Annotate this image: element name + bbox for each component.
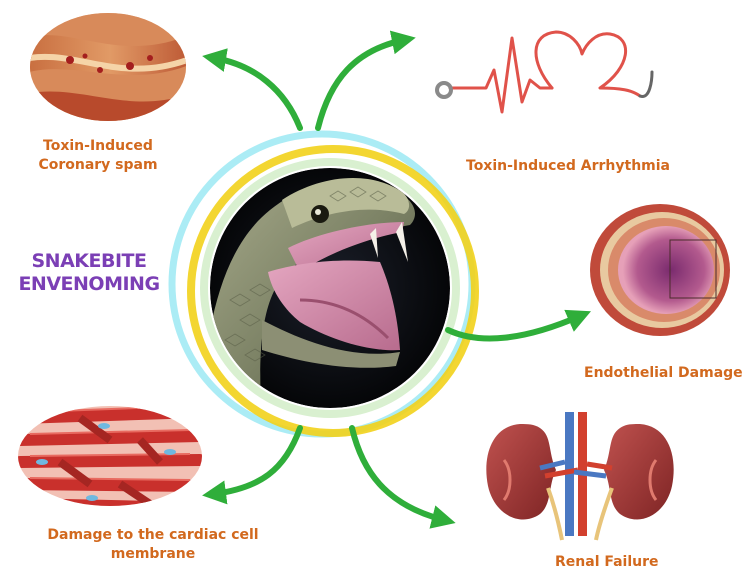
label-cardiac: Damage to the cardiac cell membrane	[42, 526, 264, 564]
label-cardiac-line2: membrane	[42, 545, 264, 564]
arrow-to-cardiac	[214, 428, 300, 494]
center-title: SNAKEBITE ENVENOMING	[14, 250, 164, 296]
arrow-to-renal	[352, 428, 444, 520]
kidneys-image	[486, 412, 673, 540]
label-renal: Renal Failure	[555, 553, 659, 572]
center-title-line2: ENVENOMING	[14, 273, 164, 296]
label-cardiac-line1: Damage to the cardiac cell	[42, 526, 264, 545]
label-coronary: Toxin-Induced Coronary spam	[38, 137, 158, 175]
label-endothelial: Endothelial Damage	[584, 364, 743, 383]
label-coronary-line1: Toxin-Induced	[38, 137, 158, 156]
coronary-artery-image	[20, 10, 200, 130]
arrow-to-coronary	[214, 58, 300, 128]
label-endothelial-line1: Endothelial Damage	[584, 364, 743, 383]
stethoscope-heartbeat-icon	[437, 32, 652, 112]
center-title-line1: SNAKEBITE	[14, 250, 164, 273]
cardiac-muscle-image	[10, 400, 210, 512]
arrow-to-arrhythmia	[318, 40, 404, 128]
label-renal-line1: Renal Failure	[555, 553, 659, 572]
blood-vessel-image	[590, 204, 730, 336]
label-arrhythmia: Toxin-Induced Arrhythmia	[466, 157, 670, 176]
label-arrhythmia-line1: Toxin-Induced Arrhythmia	[466, 157, 670, 176]
label-coronary-line2: Coronary spam	[38, 156, 158, 175]
